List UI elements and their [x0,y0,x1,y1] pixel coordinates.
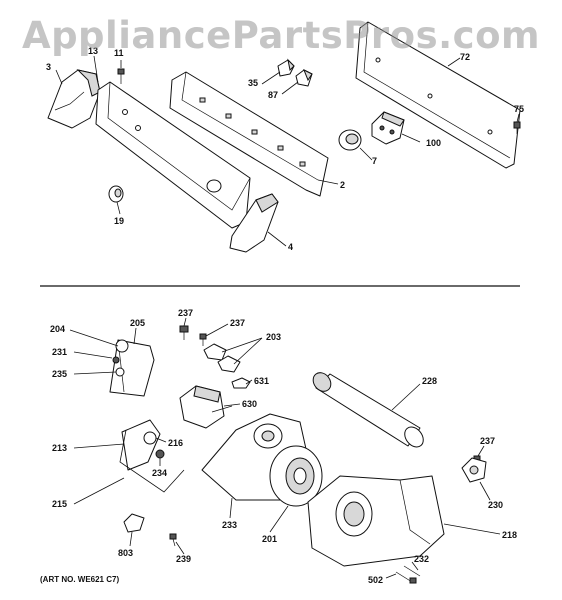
callout-11: 11 [114,48,124,58]
callout-237-c: 237 [480,436,495,446]
callout-72: 72 [460,52,470,62]
art-number: (ART NO. WE621 C7) [40,575,119,584]
callout-216: 216 [168,438,183,448]
part-239-screw [169,533,177,547]
part-19-button [108,185,124,203]
callout-4: 4 [288,242,293,252]
callout-218: 218 [502,530,517,540]
part-87-clip [295,68,313,87]
callout-2: 2 [340,180,345,190]
callout-230: 230 [488,500,503,510]
callout-631: 631 [254,376,269,386]
callout-35: 35 [248,78,258,88]
part-100-switch [371,111,405,145]
callout-231: 231 [52,347,67,357]
upper-section: 3 13 11 35 87 72 75 100 7 2 19 4 [46,21,524,253]
callout-205: 205 [130,318,145,328]
part-205-bracket [109,339,155,397]
part-72-back-panel [355,21,521,169]
callout-7: 7 [372,156,377,166]
part-35-clip [277,58,295,77]
callout-803: 803 [118,548,133,558]
callout-234: 234 [152,468,167,478]
part-218-housing-front [307,475,445,567]
part-203-clips [203,343,241,373]
callout-237-b: 237 [230,318,245,328]
callout-75: 75 [514,104,524,114]
part-230-thermostat [461,457,487,483]
callout-87: 87 [268,90,278,100]
part-201-blower-wheel [269,445,323,507]
callout-237-a: 237 [178,308,193,318]
callout-213: 213 [52,443,67,453]
callout-235: 235 [52,369,67,379]
callout-215: 215 [52,499,67,509]
part-3-endcap [47,69,101,129]
callout-233: 233 [222,520,237,530]
callout-204: 204 [50,324,65,334]
part-11-screw [117,68,125,84]
callout-100: 100 [426,138,441,148]
callout-13: 13 [88,46,98,56]
part-7-knob [338,129,362,151]
part-4-endcap [229,193,279,253]
part-803-fuse [123,513,145,533]
callout-201: 201 [262,534,277,544]
part-630-motor-switch [179,385,233,429]
part-631-switch [231,377,251,389]
callout-239: 239 [176,554,191,564]
callout-19: 19 [114,216,124,226]
callout-502: 502 [368,575,383,585]
callout-232: 232 [414,554,429,564]
callout-228: 228 [422,376,437,386]
callout-630: 630 [242,399,257,409]
part-502-232-screws [395,565,421,584]
part-213-cradle [121,419,165,471]
part-215-wire [119,429,185,493]
callout-3: 3 [46,62,51,72]
part-228-duct [312,372,424,448]
part-2-bracket [169,71,329,197]
callout-203: 203 [266,332,281,342]
lower-section: 204 205 231 235 237 237 203 631 630 228 … [40,308,517,585]
